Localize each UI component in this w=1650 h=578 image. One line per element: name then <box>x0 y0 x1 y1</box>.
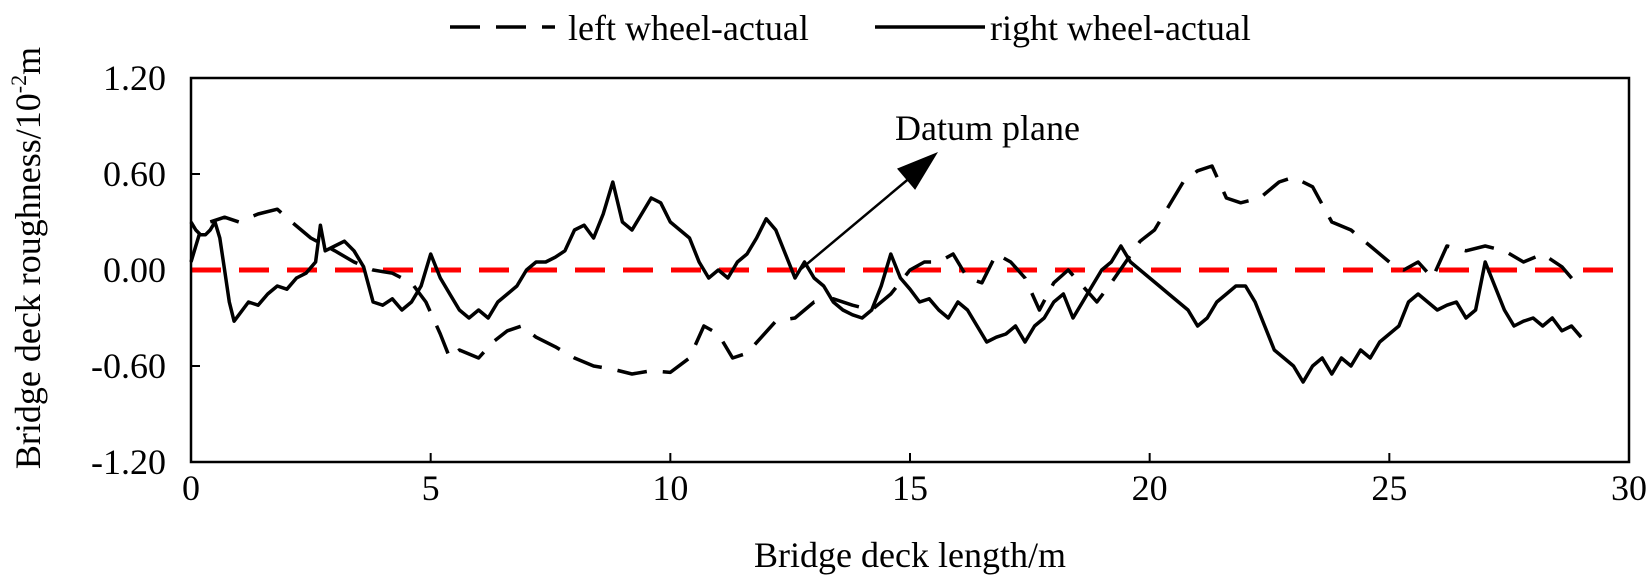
x-tick-label: 5 <box>422 468 440 508</box>
y-tick-label: 0.60 <box>103 154 166 194</box>
series-group <box>189 164 1583 384</box>
y-tick-label: -0.60 <box>91 346 166 386</box>
x-axis-label: Bridge deck length/m <box>754 535 1066 575</box>
y-tick-label: -1.20 <box>91 442 166 482</box>
plot-frame <box>189 76 1631 464</box>
annotation: Datum plane <box>798 108 1080 271</box>
x-tick-label: 25 <box>1371 468 1407 508</box>
legend-label-right-wheel: right wheel-actual <box>990 8 1251 48</box>
x-tick-label: 15 <box>892 468 928 508</box>
x-tick-label: 0 <box>182 468 200 508</box>
axis-ticks: 0 5 10 15 20 25 30 1.20 0.60 0.00 -0.60 -1.20 <box>91 58 1647 508</box>
y-tick-label: 0.00 <box>103 250 166 290</box>
y-axis-label-main: Bridge deck roughness/10 <box>8 93 48 469</box>
series-line-left-wheel <box>189 164 1583 376</box>
annotation-arrow-head <box>897 152 938 190</box>
legend: left wheel-actual right wheel-actual <box>450 8 1251 48</box>
x-tick-label: 10 <box>652 468 688 508</box>
y-tick-label: 1.20 <box>103 58 166 98</box>
y-axis-label-unit: m <box>8 47 48 75</box>
annotation-label: Datum plane <box>895 108 1080 148</box>
annotation-arrow-line <box>798 165 925 271</box>
x-tick-label: 30 <box>1611 468 1647 508</box>
legend-label-left-wheel: left wheel-actual <box>568 8 809 48</box>
y-axis-label-exponent: -2 <box>6 75 31 93</box>
x-tick-label: 20 <box>1132 468 1168 508</box>
y-axis-label: Bridge deck roughness/10-2m <box>6 47 48 469</box>
series-line-right-wheel <box>189 180 1583 384</box>
